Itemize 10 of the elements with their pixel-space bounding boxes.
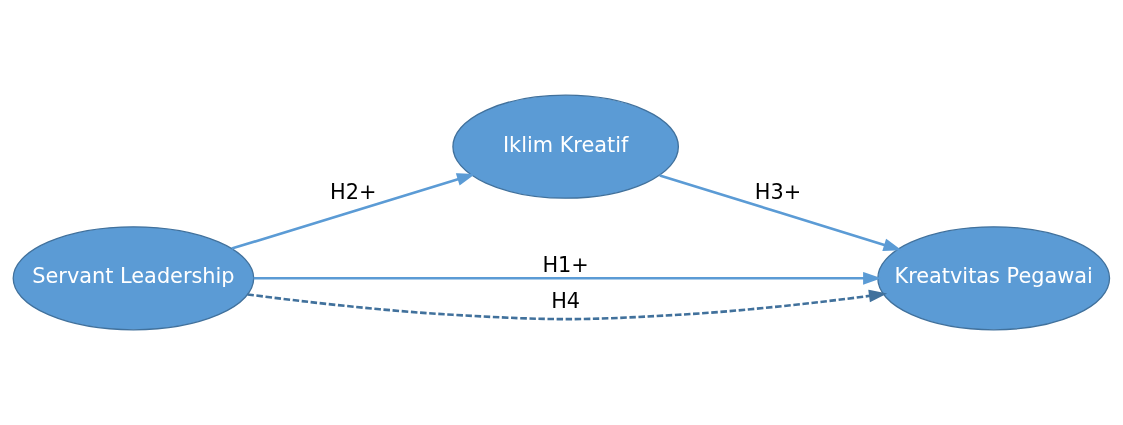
arrow: [253, 271, 882, 285]
arrow: [659, 174, 902, 251]
node-ellipse: Kreatvitas Pegawai: [877, 226, 1111, 331]
edge-label: H4: [551, 289, 581, 314]
arrow: [247, 289, 888, 321]
edge-label: H2+: [330, 179, 377, 204]
node-ellipse: Servant Leadership: [12, 226, 255, 331]
edge-label: H3+: [754, 179, 802, 204]
arrow: [231, 173, 476, 250]
edge-label: H1+: [542, 252, 589, 277]
